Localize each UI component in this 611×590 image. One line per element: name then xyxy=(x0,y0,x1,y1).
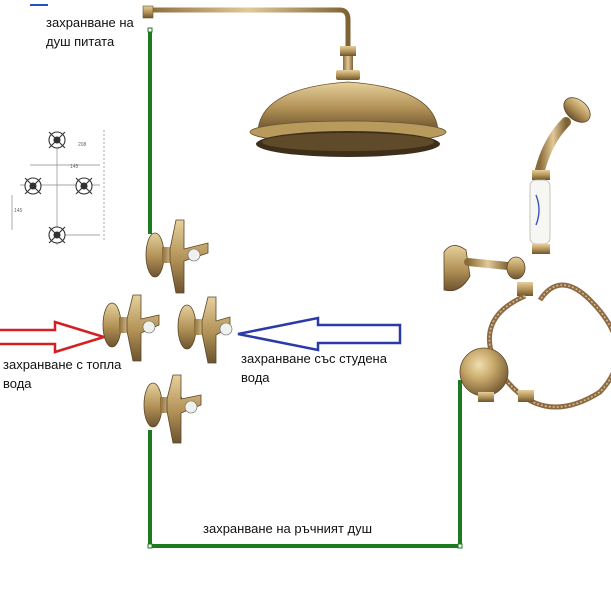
schematic-valve-left xyxy=(24,177,42,195)
hand-shower-pipe xyxy=(148,380,462,548)
hose-icon xyxy=(486,282,611,410)
label-hand-shower-supply: захранване на ръчният душ xyxy=(203,519,372,538)
label-line: захранване на ръчният душ xyxy=(203,521,373,536)
label-hot-water-supply: захранване с топла вода xyxy=(3,355,121,393)
schematic-valve-right xyxy=(75,177,93,195)
label-line: душ питата xyxy=(46,34,115,49)
valve-handle-bottom xyxy=(143,374,202,444)
valve-handle-left xyxy=(102,294,160,362)
label-shower-head-supply: захранване на душ питата xyxy=(46,13,134,51)
schematic-valve-top xyxy=(48,131,66,149)
label-line: захранване със студена xyxy=(241,351,387,366)
valve-layout-schematic xyxy=(11,130,105,245)
schematic-dim-3: 145 xyxy=(14,208,23,214)
corner-mark xyxy=(30,0,48,6)
valve-handle-top xyxy=(145,219,209,294)
holder-icon xyxy=(443,245,526,292)
schematic-dim-2: 145 xyxy=(70,164,79,170)
hot-water-arrow xyxy=(0,320,109,354)
hand-shower-icon xyxy=(529,97,591,254)
label-line: вода xyxy=(3,376,32,391)
label-line: захранване на xyxy=(46,15,134,30)
label-cold-water-supply: захранване със студена вода xyxy=(241,349,387,387)
schematic-dim-1: 208 xyxy=(78,142,87,148)
cold-water-arrow xyxy=(237,316,402,352)
shower-head-icon xyxy=(142,5,447,157)
supply-pipes xyxy=(148,28,462,548)
wall-elbow-icon xyxy=(459,347,509,402)
label-line: захранване с топла xyxy=(3,357,122,372)
schematic-valve-bottom xyxy=(48,226,66,244)
valve-handle-right xyxy=(177,296,233,364)
label-line: вода xyxy=(241,370,270,385)
